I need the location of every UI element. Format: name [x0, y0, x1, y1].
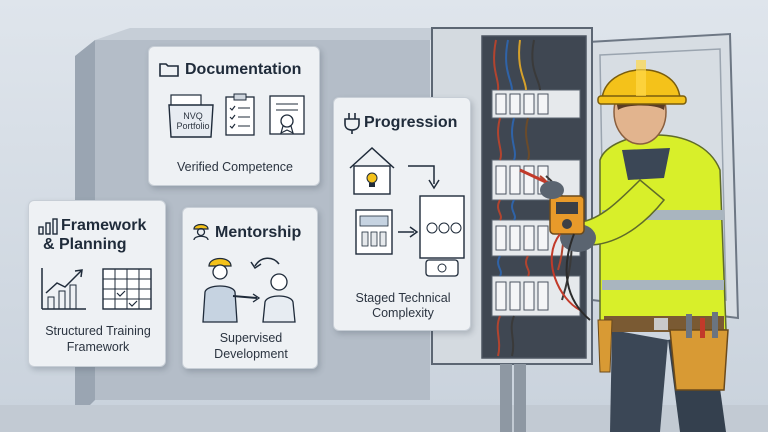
mentorship-caption-line2: Development: [214, 347, 288, 361]
progression-caption-line1: Staged Technical: [355, 291, 451, 305]
progression-caption-line2: Complexity: [372, 306, 434, 320]
breaker-rows: [491, 89, 581, 317]
mentorship-caption-line1: Supervised: [219, 331, 283, 345]
progression-diagram: [349, 146, 465, 277]
mentor-apprentice-icon: [202, 257, 296, 323]
documentation-card: Documentation NVQ Portfolio Verified Com…: [148, 46, 320, 186]
framework-card: Framework & Planning Structured Training…: [28, 200, 166, 367]
folder-label-line2: Portfolio: [176, 121, 210, 131]
framework-title-line2: & Planning: [43, 236, 127, 253]
mentorship-card: Mentorship Supervised Development: [182, 207, 318, 369]
documentation-caption: Verified Competence: [176, 160, 294, 174]
framework-title-line1: Framework: [61, 217, 147, 234]
framework-caption-line1: Structured Training: [45, 324, 151, 338]
checklist-icon: [225, 93, 255, 136]
planning-grid-icon: [102, 268, 152, 310]
plug-icon: [344, 113, 360, 134]
progression-card: Progression Staged Technical Complexity: [333, 97, 471, 331]
framework-caption-line2: Framework: [66, 340, 130, 354]
bar-chart-icon: [38, 218, 58, 235]
worker-icon: [193, 223, 209, 240]
certificate-icon: [269, 95, 305, 135]
documentation-title: Documentation: [185, 61, 302, 78]
folder-label-line1: NVQ: [183, 111, 203, 121]
mentorship-title: Mentorship: [215, 224, 302, 241]
progression-title: Progression: [364, 114, 458, 131]
folder-icon: [159, 63, 179, 77]
nvq-portfolio-icon: [168, 94, 214, 138]
growth-chart-icon: [41, 268, 86, 310]
